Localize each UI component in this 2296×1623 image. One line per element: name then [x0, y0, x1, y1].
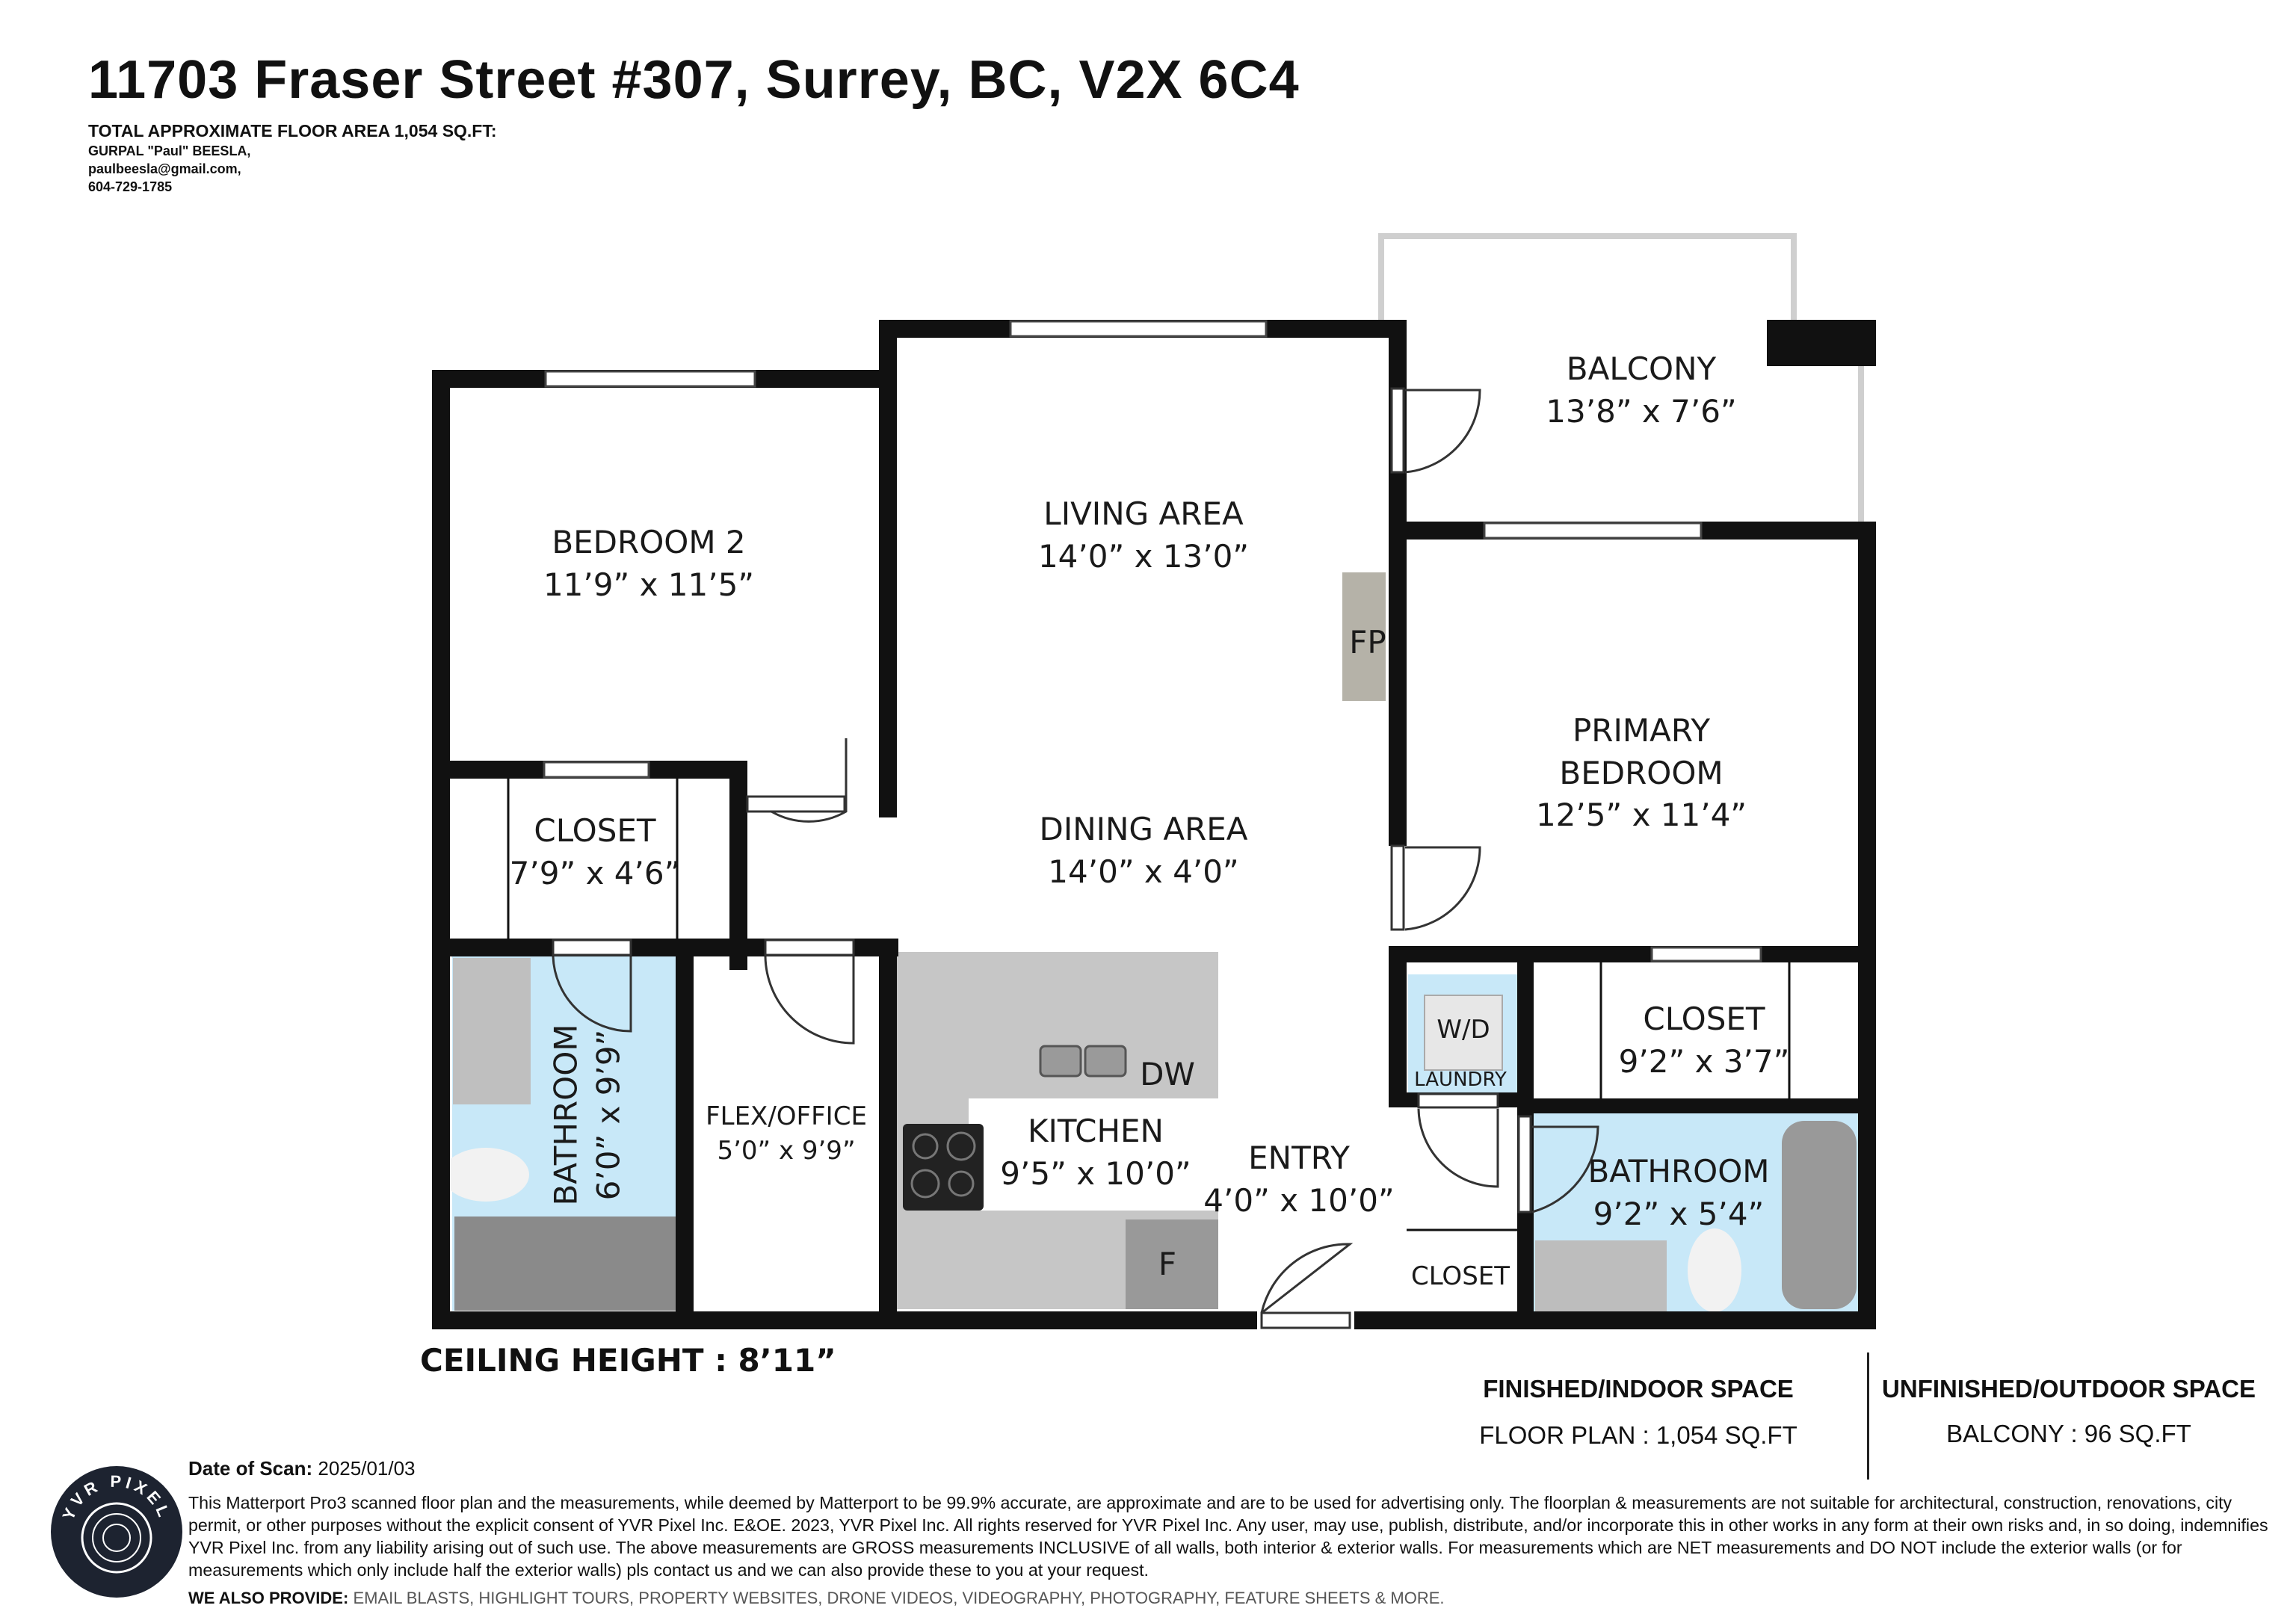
agent-phone: 604-729-1785 — [88, 179, 173, 194]
agent-email: paulbeesla@gmail.com, — [88, 161, 241, 176]
closet1-dims: 7’9” x 4’6” — [509, 854, 681, 891]
bathtub-1 — [454, 1217, 680, 1311]
balcony-column — [1767, 320, 1876, 366]
bath1-label: BATHROOM 6’0” x 9’9” — [545, 1024, 629, 1205]
kitchen-name: KITCHEN — [1027, 1113, 1164, 1149]
services-text: EMAIL BLASTS, HIGHLIGHT TOURS, PROPERTY … — [353, 1589, 1445, 1607]
finished-space-value: FLOOR PLAN : 1,054 SQ.FT — [1479, 1421, 1797, 1449]
dining-name: DINING AREA — [1039, 811, 1248, 847]
entry-name: ENTRY — [1248, 1140, 1350, 1176]
cooktop — [903, 1124, 984, 1211]
fridge — [1126, 1219, 1218, 1309]
bathtub-2 — [1782, 1121, 1857, 1309]
cooktop-burners — [910, 1131, 976, 1199]
closet3-label: CLOSET — [1410, 1261, 1510, 1291]
primary-name-1: PRIMARY — [1572, 712, 1711, 749]
svg-text:YVR PIXEL: YVR PIXEL — [58, 1472, 174, 1523]
disclaimer: This Matterport Pro3 scanned floor plan … — [188, 1493, 2268, 1580]
bath2-dims: 9’2” x 5’4” — [1593, 1195, 1765, 1232]
living-name: LIVING AREA — [1043, 495, 1244, 532]
scan-date-label: Date of Scan: — [188, 1457, 313, 1480]
unfinished-space-value: BALCONY : 96 SQ.FT — [1946, 1420, 2191, 1447]
logo-text: YVR PIXEL — [58, 1472, 170, 1523]
area-divider — [1867, 1352, 1869, 1480]
wd-label: W/D — [1436, 1015, 1490, 1045]
scan-date: Date of Scan: 2025/01/03 — [188, 1457, 416, 1480]
services-label: WE ALSO PROVIDE: — [188, 1589, 349, 1607]
yvr-pixel-logo: YVR PIXEL — [51, 1466, 182, 1598]
fireplace-label: FP — [1349, 624, 1386, 661]
agent-name: GURPAL "Paul" BEESLA, — [88, 143, 251, 158]
scan-date-value: 2025/01/03 — [318, 1457, 416, 1480]
bath2-name: BATHROOM — [1587, 1153, 1770, 1190]
ceiling-height: CEILING HEIGHT : 8’11” — [420, 1342, 836, 1379]
primary-dims: 12’5” x 11’4” — [1535, 797, 1747, 834]
dining-label: DINING AREA 14’0” x 4’0” — [1039, 809, 1247, 893]
bedroom2-name: BEDROOM 2 — [552, 524, 746, 560]
dining-dims: 14’0” x 4’0” — [1048, 853, 1239, 890]
living-dims: 14’0” x 13’0” — [1037, 537, 1250, 575]
fireplace — [1342, 572, 1386, 701]
closet2-dims: 9’2” x 3’7” — [1618, 1042, 1790, 1080]
balcony-label: BALCONY 13’8” x 7’6” — [1546, 348, 1736, 433]
doors — [552, 387, 1599, 1329]
vanity-2 — [1535, 1240, 1667, 1312]
kitchen-label: KITCHEN 9’5” x 10’0” — [1000, 1110, 1191, 1195]
page-title: 11703 Fraser Street #307, Surrey, BC, V2… — [88, 50, 1300, 110]
dishwasher-label: DW — [1140, 1056, 1195, 1092]
entry-label: ENTRY 4’0” x 10’0” — [1203, 1137, 1394, 1222]
bedroom2-dims: 11’9” x 11’5” — [543, 566, 755, 603]
floor-area-line: TOTAL APPROXIMATE FLOOR AREA 1,054 SQ.FT… — [88, 121, 497, 140]
primary-label: PRIMARY BEDROOM 12’5” x 11’4” — [1536, 710, 1747, 837]
bath1-dims: 6’0” x 9’9” — [590, 1029, 626, 1201]
services-line: WE ALSO PROVIDE: EMAIL BLASTS, HIGHLIGHT… — [188, 1589, 1445, 1608]
closet1-label: CLOSET 7’9” x 4’6” — [510, 810, 681, 894]
closet2-name: CLOSET — [1643, 1001, 1765, 1037]
bedroom2-label: BEDROOM 2 11’9” x 11’5” — [543, 522, 754, 606]
fridge-label: F — [1158, 1246, 1177, 1282]
primary-name-2: BEDROOM — [1559, 754, 1723, 791]
flex-dims: 5’0” x 9’9” — [717, 1135, 856, 1166]
flex-name: FLEX/OFFICE — [706, 1101, 867, 1131]
windows — [543, 320, 1762, 962]
closet1-name: CLOSET — [534, 812, 656, 849]
living-label: LIVING AREA 14’0” x 13’0” — [1038, 493, 1249, 578]
kitchen-dims: 9’5” x 10’0” — [1000, 1154, 1191, 1192]
unfinished-space-heading: UNFINISHED/OUTDOOR SPACE — [1882, 1375, 2256, 1403]
bath2-label: BATHROOM 9’2” x 5’4” — [1587, 1151, 1769, 1235]
flex-label: FLEX/OFFICE 5’0” x 9’9” — [706, 1100, 867, 1169]
balcony-railing — [1378, 233, 1864, 527]
entry-dims: 4’0” x 10’0” — [1203, 1181, 1395, 1219]
kitchen-sink — [1039, 1045, 1127, 1078]
balcony-dims: 13’8” x 7’6” — [1546, 392, 1737, 430]
closet2-label: CLOSET 9’2” x 3’7” — [1619, 998, 1790, 1083]
toilet-1 — [442, 1148, 529, 1202]
bath1-name: BATHROOM — [547, 1024, 584, 1206]
vanity-1 — [453, 958, 531, 1104]
laundry-label: LAUNDRY — [1414, 1069, 1507, 1091]
closet-partitions — [507, 777, 1791, 1231]
toilet-2 — [1688, 1228, 1741, 1312]
balcony-name: BALCONY — [1566, 350, 1717, 387]
finished-space-heading: FINISHED/INDOOR SPACE — [1483, 1375, 1794, 1403]
washer-dryer — [1424, 995, 1503, 1071]
